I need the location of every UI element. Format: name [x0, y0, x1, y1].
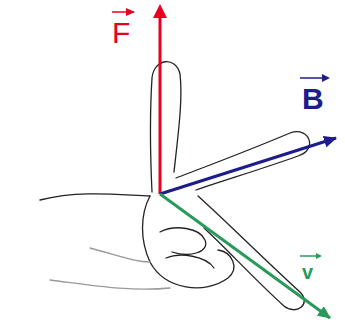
force-label: F — [112, 18, 130, 48]
velocity-label: v — [302, 262, 313, 282]
field-label: B — [302, 84, 324, 114]
